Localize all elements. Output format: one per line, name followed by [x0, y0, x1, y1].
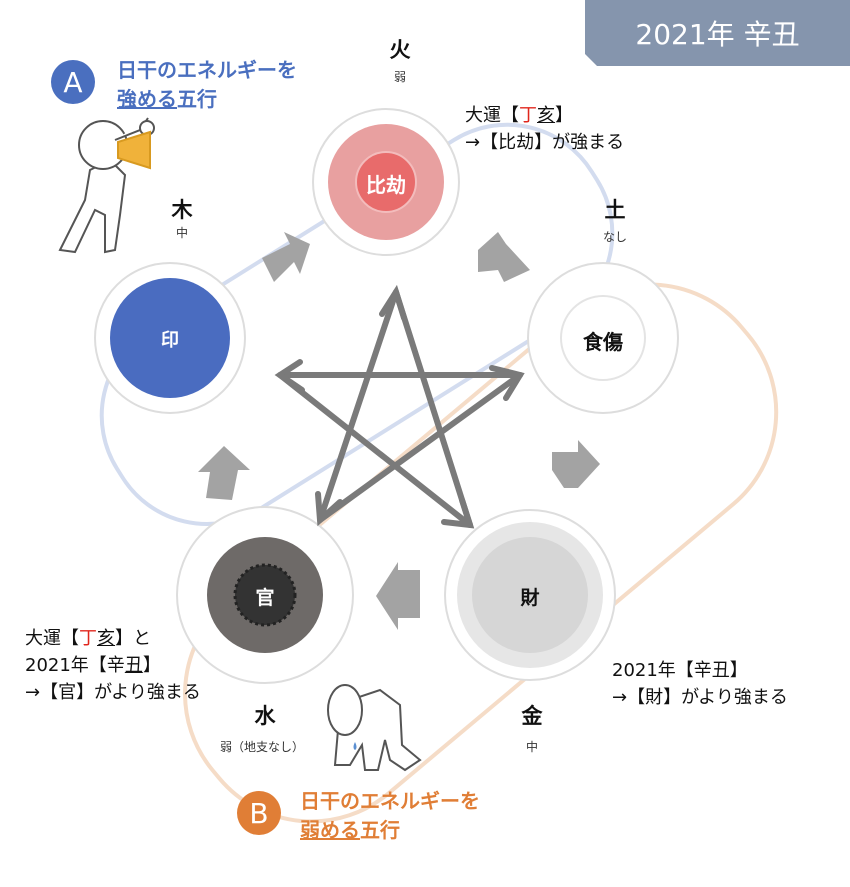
arrow-water-to-wood: [198, 446, 250, 500]
metal-core: [472, 537, 588, 653]
water-strength: 弱（地支なし）: [219, 740, 305, 754]
earth-core: [560, 295, 646, 381]
note-text: 】と: [115, 628, 151, 649]
earth-star-label: 食傷: [583, 330, 623, 354]
note-red-text: 丁: [519, 105, 537, 126]
water-core: [233, 563, 297, 627]
metal-strength: 中: [525, 740, 539, 754]
group-b-line1: 日干のエネルギーを: [300, 789, 480, 813]
note-underlined-text: 亥: [537, 105, 555, 126]
note-underlined-text: 亥: [97, 628, 115, 649]
water-star-label: 官: [255, 587, 275, 609]
fire-core: [355, 151, 417, 213]
note-underlined-text: 丑: [124, 655, 143, 676]
note-text: →【財】がより強まる: [612, 687, 788, 708]
note-text: →【比劫】が強まる: [465, 132, 625, 153]
fire-strength: 弱: [393, 70, 407, 84]
note-text: 2021年【辛丑】: [612, 660, 748, 681]
wood-star-label: 印: [161, 330, 179, 351]
cheering-person-illustration: [58, 117, 155, 254]
earth-label: 土: [604, 198, 626, 222]
group-a-line1: 日干のエネルギーを: [117, 58, 297, 82]
note-text: 大運【: [25, 628, 79, 649]
group-b-line2-rest: 五行: [360, 818, 400, 842]
group-a-line2-rest: 五行: [177, 87, 217, 111]
group-b-heading: 日干のエネルギーを 弱める五行: [300, 787, 480, 845]
wood-strength: 中: [175, 226, 189, 240]
year-banner: 2021年 辛丑: [585, 0, 850, 66]
note-text: 】: [555, 105, 573, 126]
group-a-band: [99, 122, 615, 527]
fire-star-label: 比劫: [366, 173, 406, 197]
group-b-line2-underlined: 弱める: [300, 818, 360, 842]
group-a-badge: A: [51, 60, 95, 104]
note-text: 】: [142, 655, 161, 676]
arrow-wood-to-fire: [262, 232, 310, 282]
metal-note: 2021年【辛丑】 →【財】がより強まる: [612, 657, 788, 711]
water-label: 水: [254, 704, 276, 728]
note-text: 大運【: [465, 105, 519, 126]
fire-label: 火: [389, 38, 411, 62]
arrow-earth-to-metal: [552, 440, 600, 488]
note-text: 2021年【辛: [25, 655, 125, 676]
water-note: 大運【丁亥】と 2021年【辛丑】 →【官】がより強まる: [25, 625, 201, 706]
earth-strength: なし: [602, 230, 628, 244]
group-a-heading: 日干のエネルギーを 強める五行: [117, 56, 297, 114]
fire-note: 大運【丁亥】 →【比劫】が強まる: [465, 102, 624, 156]
metal-label: 金: [521, 704, 543, 728]
arrow-fire-to-earth: [478, 232, 530, 282]
wood-label: 木: [171, 198, 193, 222]
group-b-badge: B: [237, 791, 281, 835]
note-red-text: 丁: [79, 628, 97, 649]
metal-star-label: 財: [520, 587, 540, 609]
despairing-person-illustration: [327, 684, 422, 772]
group-a-line2-underlined: 強める: [117, 87, 177, 111]
note-text: →【官】がより強まる: [25, 682, 201, 703]
arrow-metal-to-water: [376, 562, 420, 630]
cycle-arrows: [198, 232, 600, 630]
control-star: [274, 284, 525, 529]
wood-core: [110, 278, 230, 398]
